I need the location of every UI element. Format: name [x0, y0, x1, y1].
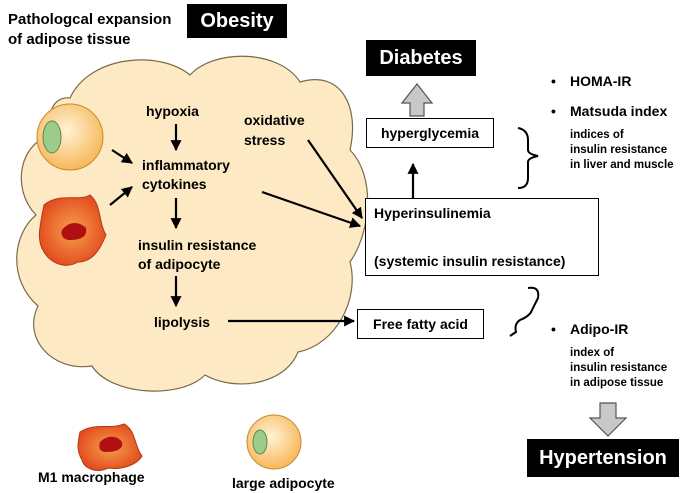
diabetes-label: Diabetes	[366, 40, 476, 76]
adipocyte-in-tissue	[36, 103, 104, 171]
hyperglycemia-box: hyperglycemia	[366, 118, 494, 148]
arrow-stress-to-hyperinsulinemia	[307, 139, 363, 219]
insulin-resistance-adipocyte-label: insulin resistance of adipocyte	[138, 237, 257, 272]
lipolysis-label: lipolysis	[154, 314, 211, 330]
brace-liver-muscle	[517, 127, 539, 189]
legend-adipocyte-icon	[246, 414, 302, 470]
arrow-cytokines-to-hyperinsulinemia	[261, 190, 362, 228]
inflammatory-cytokines-label: inflammatory cytokines	[142, 157, 230, 192]
adipose-tissue-cloud	[16, 55, 369, 392]
homa-ir-bullet: •	[551, 73, 556, 89]
obesity-label: Obesity	[187, 4, 287, 38]
hypertension-label: Hypertension	[527, 439, 679, 477]
free-fatty-acid-box: Free fatty acid	[357, 309, 484, 339]
legend-macrophage-icon	[77, 423, 143, 471]
arrow-macrophage-to-cytokines	[109, 186, 133, 206]
matsuda-bullet: •	[551, 103, 556, 119]
legend-m1-macrophage-label: M1 macrophage	[38, 469, 145, 485]
hollow-arrow-up-to-diabetes	[400, 83, 434, 117]
adipo-ir-bullet: •	[551, 321, 556, 337]
oxidative-stress-label: oxidative stress	[244, 112, 305, 148]
hypoxia-label: hypoxia	[146, 103, 199, 119]
hyperinsulinemia-box: Hyperinsulinemia (systemic insulin resis…	[365, 198, 599, 276]
legend-large-adipocyte-label: large adipocyte	[232, 475, 335, 491]
homa-ir-label: HOMA-IR	[570, 73, 632, 89]
arrow-adipocyte-to-cytokines	[111, 149, 133, 164]
macrophage-in-tissue	[38, 194, 107, 266]
systemic-insulin-resistance-label: (systemic insulin resistance)	[374, 253, 566, 269]
liver-muscle-note: indices of insulin resistance in liver a…	[570, 129, 674, 171]
hyperinsulinemia-label: Hyperinsulinemia	[374, 205, 491, 221]
pathological-expansion-caption: Pathologcal expansion of adipose tissue	[8, 11, 172, 48]
hollow-arrow-down-to-hypertension	[588, 402, 628, 437]
adipo-ir-label: Adipo-IR	[570, 321, 629, 337]
brace-adipose	[509, 286, 540, 337]
adipose-tissue-note: index of insulin resistance in adipose t…	[570, 347, 668, 389]
matsuda-index-label: Matsuda index	[570, 103, 668, 119]
